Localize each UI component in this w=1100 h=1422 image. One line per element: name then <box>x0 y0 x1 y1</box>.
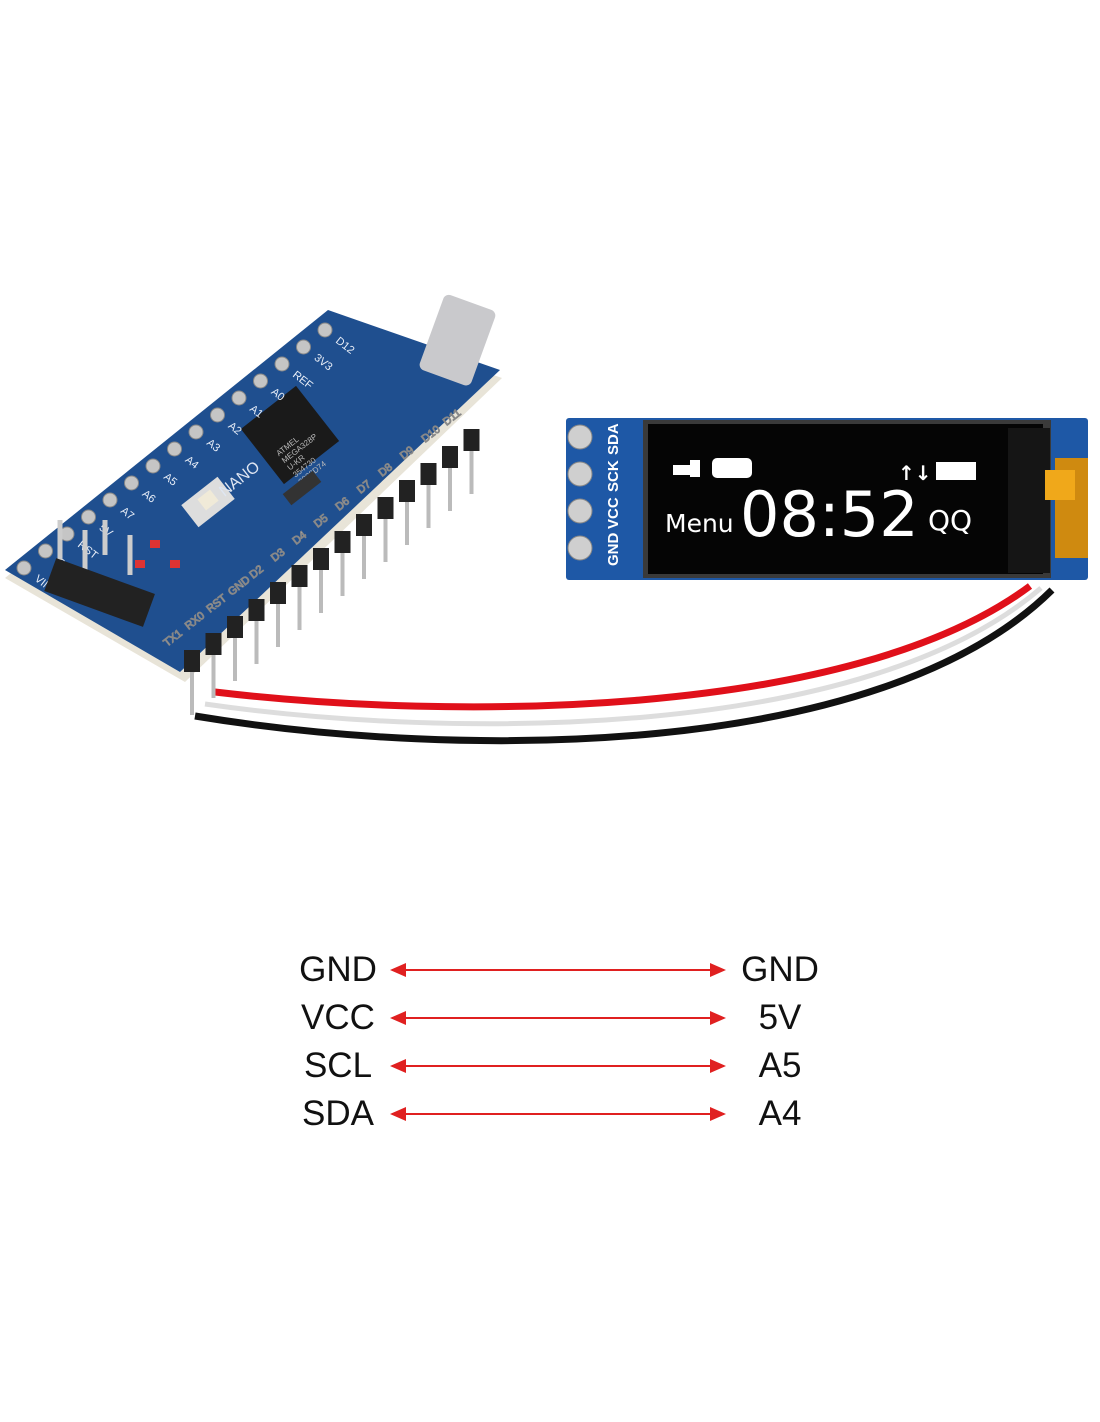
oled-pin-label: SDA <box>302 1094 374 1133</box>
header-pin <box>38 543 53 559</box>
header-pin <box>102 492 118 508</box>
header-pin <box>145 458 161 474</box>
board-pin-label: A5 <box>758 1046 802 1085</box>
oled-menu-text: Menu <box>665 509 734 538</box>
mcu-chip <box>240 385 340 485</box>
double-arrow-icon <box>390 1011 726 1025</box>
wiring-row: SCL A5 <box>0 1042 1100 1090</box>
header-base <box>227 616 243 638</box>
double-arrow-icon <box>390 963 726 977</box>
oled-pin-name: VCC <box>605 497 622 529</box>
oled-pin-hole <box>567 498 593 524</box>
header-pin <box>253 373 268 389</box>
header-base <box>420 463 437 485</box>
usb-c-port <box>419 294 496 386</box>
white-wire <box>204 586 1043 727</box>
board-pin-label: A4 <box>758 1094 802 1133</box>
header-base <box>334 531 351 553</box>
header-base <box>399 480 415 502</box>
header-pin <box>210 407 225 423</box>
header-pin <box>231 390 247 406</box>
header-base <box>313 548 329 570</box>
transfer-arrows-icon: ↑↓ <box>898 461 932 485</box>
header-base <box>205 633 222 655</box>
oled-pin-label: VCC <box>301 998 375 1037</box>
oled-time-text: 08:52 <box>740 478 919 551</box>
header-base <box>377 497 394 519</box>
oled-pin-name: GND <box>605 533 622 567</box>
oled-pin-label: SCL <box>303 1046 373 1085</box>
double-arrow-icon <box>390 1059 726 1073</box>
header-pin <box>124 475 139 491</box>
oled-pin-hole <box>567 461 593 487</box>
header-pin <box>317 322 333 338</box>
oled-pin-name: SCK <box>605 460 622 492</box>
header-base <box>442 446 458 468</box>
oled-pin-hole <box>567 424 593 450</box>
board-pin-label: 5V <box>758 998 802 1037</box>
oled-pin-name: SDA <box>605 423 622 455</box>
header-base <box>356 514 372 536</box>
wiring-row: VCC 5V <box>0 994 1100 1042</box>
oled-module: GND VCC SCK SDA ↑↓ Menu 08:52 QQ <box>566 418 1088 580</box>
header-pin <box>16 560 32 576</box>
header-pin <box>81 509 96 525</box>
header-pin <box>188 424 204 440</box>
header-base <box>270 582 286 604</box>
battery-icon <box>936 462 976 480</box>
signal-icon <box>673 460 700 477</box>
black-wire <box>194 587 1055 745</box>
wiring-row: GND GND <box>0 946 1100 994</box>
header-pin <box>274 356 290 372</box>
double-arrow-icon <box>390 1107 726 1121</box>
wiring-row: SDA A4 <box>0 1090 1100 1138</box>
header-base <box>463 429 480 451</box>
oled-pin-hole <box>567 535 593 561</box>
header-pin <box>167 441 182 457</box>
arduino-nano-board: ATMELMEGA328PU-KR3547302032D74 NANO D123… <box>5 294 502 715</box>
header-base <box>291 565 308 587</box>
header-base <box>184 650 200 672</box>
oled-pin-label: GND <box>299 950 377 989</box>
header-base <box>248 599 265 621</box>
header-pin <box>296 339 311 355</box>
board-pin-label: GND <box>741 950 819 989</box>
oled-qq-text: QQ <box>928 504 972 537</box>
red-wire <box>214 583 1033 711</box>
message-icon <box>712 458 752 478</box>
